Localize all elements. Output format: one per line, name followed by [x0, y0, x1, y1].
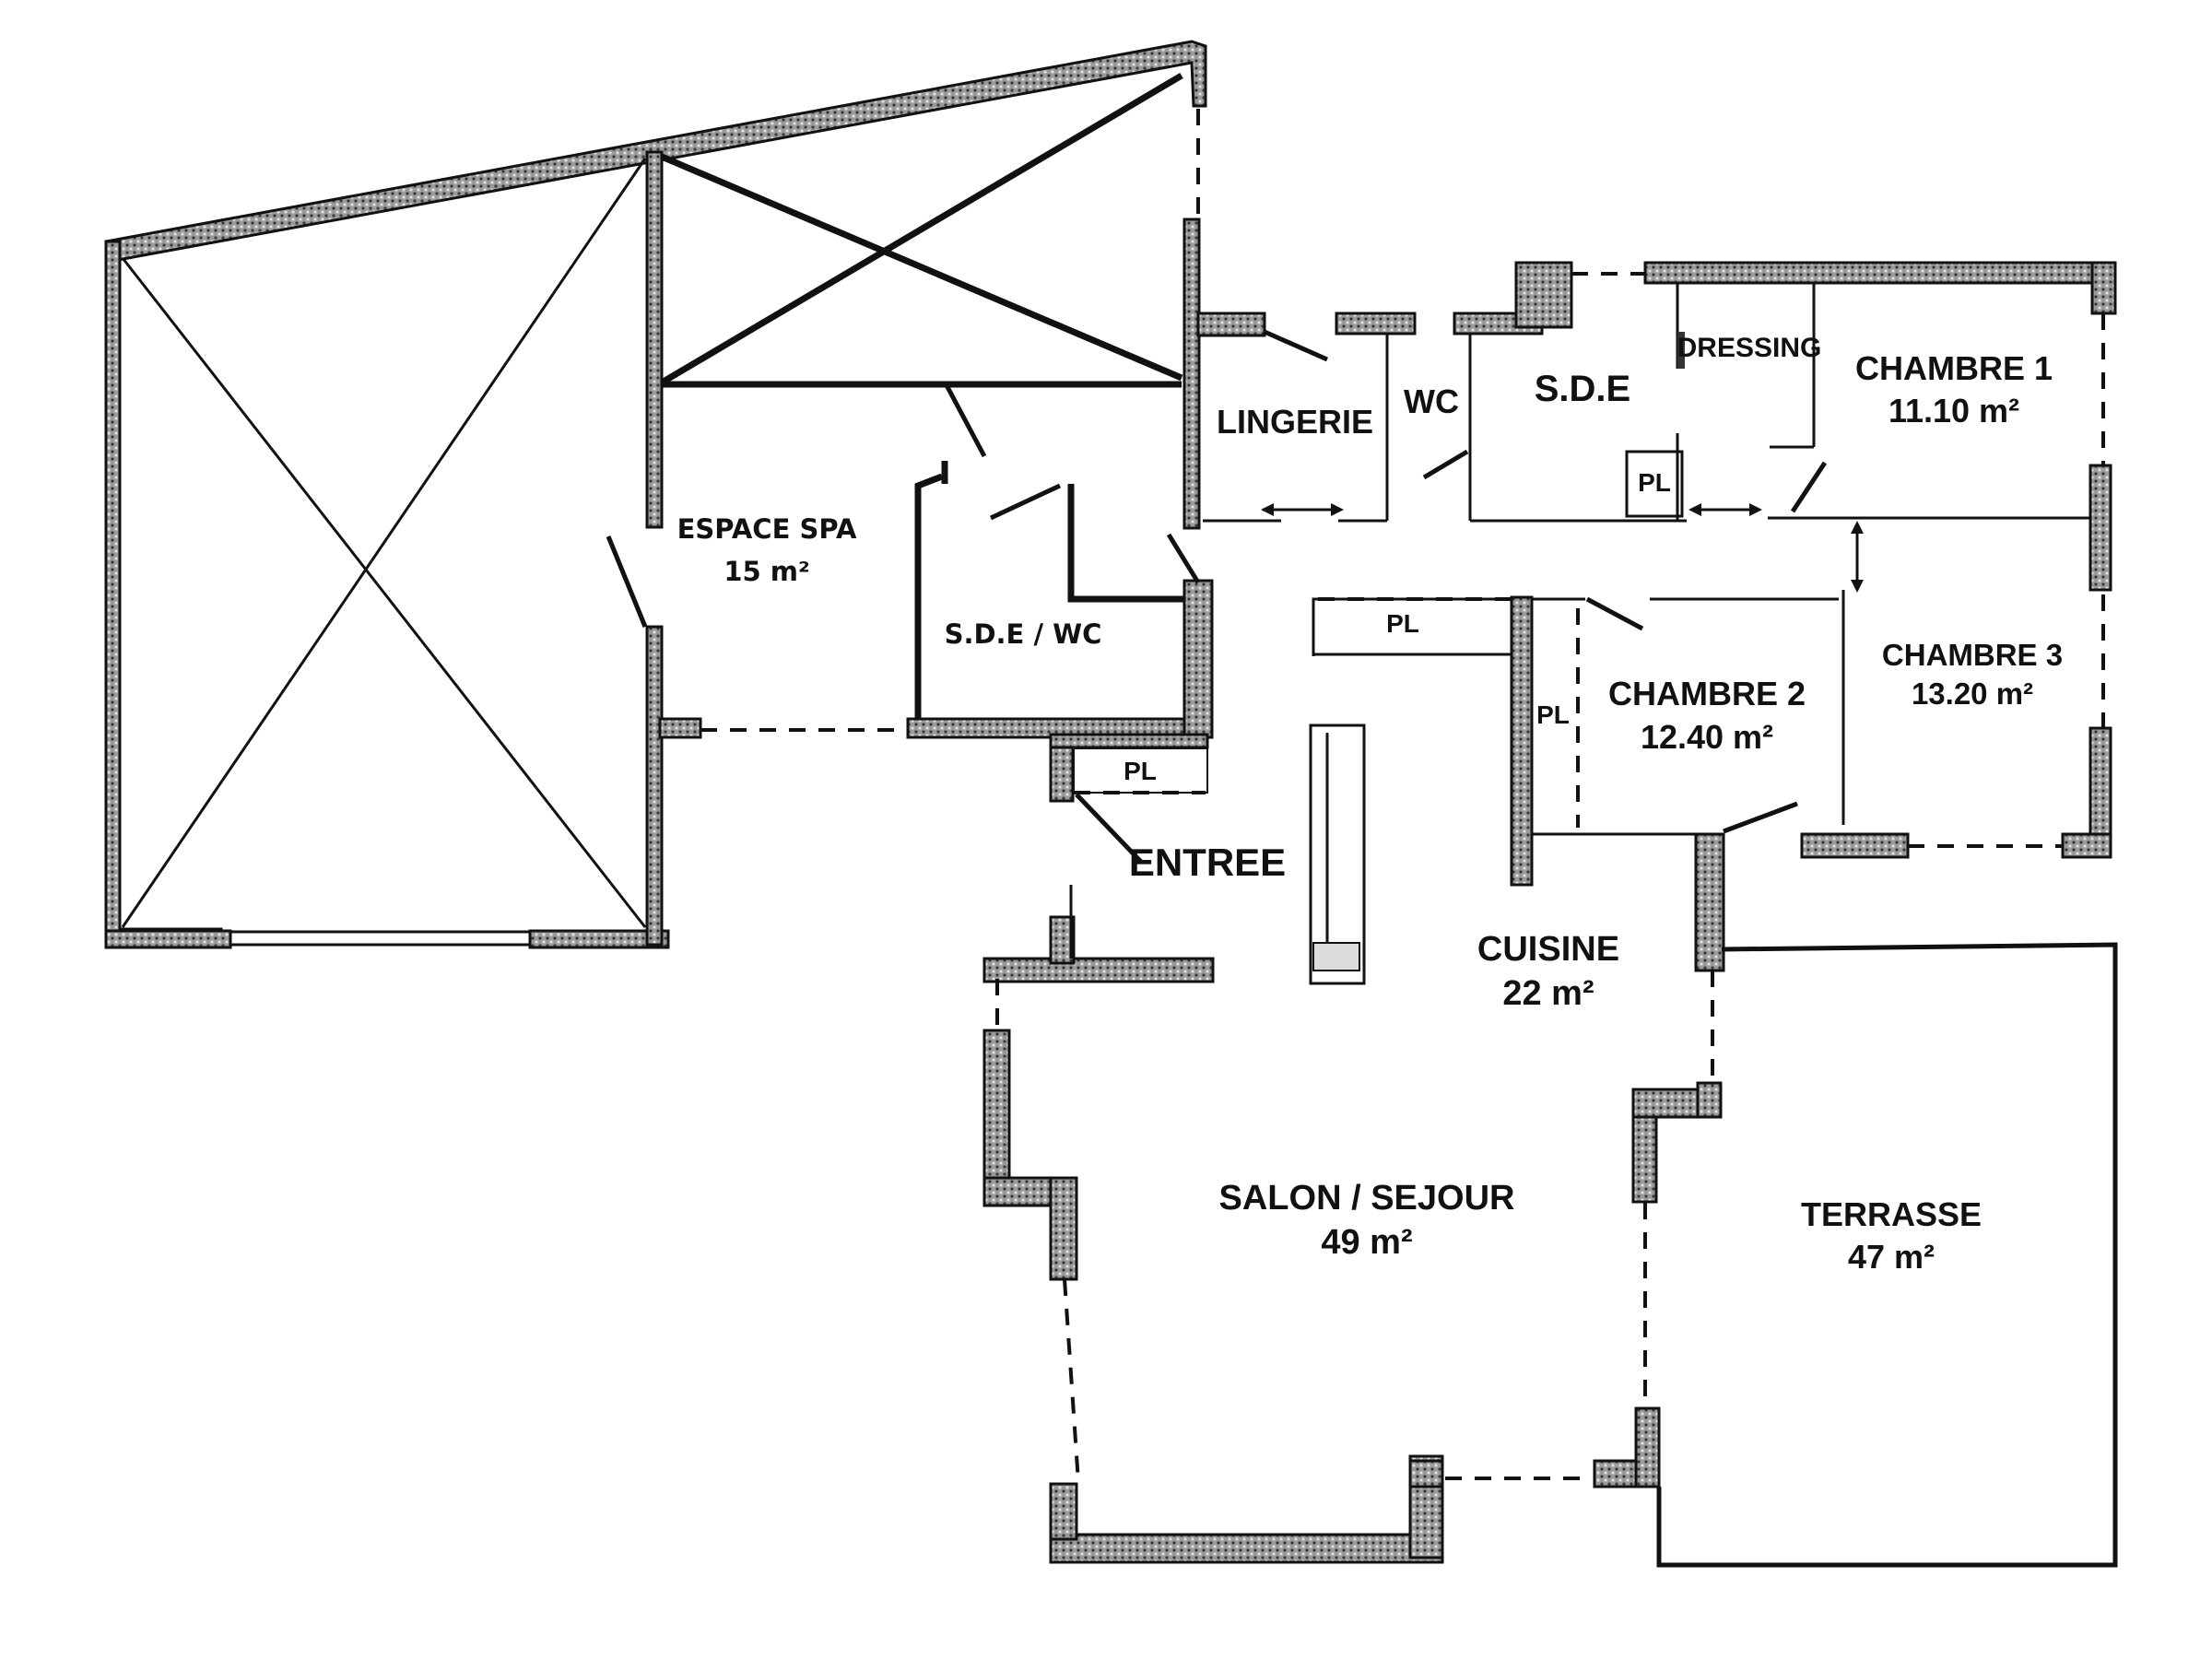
- salon-bottom-stub-r2: [1408, 1459, 1444, 1488]
- sde-top-stub: [1514, 261, 1573, 329]
- label-entree: ENTREE: [1129, 841, 1286, 884]
- kitchen-stove: [1312, 942, 1360, 971]
- sde-wc-inner: [1067, 484, 1184, 603]
- label-salon-area: 49 m²: [1321, 1223, 1412, 1262]
- salon-right-wall-low-v: [1634, 1406, 1661, 1488]
- sde-wc-right-wall: [1182, 579, 1214, 739]
- north-wing: [1196, 261, 2117, 859]
- passage-arrow-ch3: [1851, 521, 1864, 593]
- wc-door: [1422, 449, 1469, 480]
- sde-wc-block: [906, 383, 1214, 739]
- pl-sde-box: [1625, 450, 1684, 518]
- cuisine-right-wall: [1694, 832, 1725, 972]
- passage-arrow-sde: [1688, 503, 1762, 516]
- spa-bottom-wall-left: [104, 929, 232, 949]
- label-chambre3-area: 13.20 m²: [1912, 677, 2033, 711]
- central-wall: [1182, 218, 1201, 530]
- salon-block: [982, 885, 1723, 1564]
- label-pl-entree: PL: [1124, 757, 1157, 785]
- label-sde: S.D.E: [1535, 369, 1630, 409]
- wc-top-wall-1: [1335, 312, 1417, 335]
- label-pl-chambre2: PL: [1536, 700, 1570, 729]
- label-espace-spa-area: 15 m²: [724, 556, 809, 587]
- spa-mid-wall-lower: [645, 625, 664, 947]
- dressing-rod: [1677, 332, 1685, 369]
- sde-wc-door: [989, 483, 1062, 521]
- lingerie-top-wall: [1196, 312, 1266, 337]
- label-chambre3: CHAMBRE 3: [1882, 638, 2063, 672]
- kitchen-counter: [1309, 724, 1366, 985]
- entree-wall-2: [1049, 733, 1209, 749]
- ch1-right-wall: [2088, 464, 2112, 592]
- salon-left-wall-top: [982, 1029, 1011, 1207]
- salon-bottom-wall: [1049, 1533, 1444, 1564]
- entree-block: [1049, 733, 1209, 864]
- passage-arrow-lingerie: [1261, 503, 1344, 516]
- ch2-door: [1585, 596, 1644, 631]
- label-cuisine-area: 22 m²: [1502, 974, 1594, 1013]
- salon-top-wall: [982, 957, 1215, 983]
- label-chambre2-area: 12.40 m²: [1641, 718, 1773, 756]
- label-wc: WC: [1404, 382, 1459, 420]
- spa-left-wall: [104, 240, 122, 944]
- salon-left-wall-2: [1049, 1176, 1078, 1281]
- salon-right-wall-top-v: [1696, 1081, 1723, 1119]
- label-chambre1: CHAMBRE 1: [1855, 349, 2053, 387]
- label-terrasse-area: 47 m²: [1848, 1238, 1935, 1276]
- label-chambre2: CHAMBRE 2: [1608, 675, 1806, 712]
- label-terrasse: TERRASSE: [1801, 1195, 1982, 1233]
- spa-garage-door: [229, 930, 532, 947]
- terrasse-outline: [1656, 942, 2118, 1568]
- lingerie-door: [1263, 329, 1329, 362]
- garage-cross-2: [121, 158, 647, 928]
- label-pl-sde: PL: [1638, 468, 1671, 497]
- label-espace-spa: ESPACE SPA: [677, 513, 857, 545]
- entree-door: [1075, 793, 1143, 864]
- center-wing: [1309, 590, 1845, 1078]
- ch2-door2: [1723, 801, 1798, 834]
- spa-door-leaf: [606, 535, 648, 628]
- label-dressing: DRESSING: [1677, 333, 1822, 363]
- labels: ESPACE SPA 15 m² S.D.E / WC LINGERIE WC …: [677, 333, 2064, 1276]
- ch1-door: [1790, 461, 1828, 513]
- salon-bottom-stub-l: [1049, 1482, 1078, 1541]
- label-cuisine: CUISINE: [1477, 930, 1619, 969]
- spa-stub: [658, 717, 702, 739]
- sde-wc-walls: [914, 473, 944, 730]
- void-cross-1: [660, 153, 1183, 382]
- sde-wc-door3: [1166, 533, 1201, 584]
- ch3-bottom-wall-r: [2061, 832, 2112, 859]
- spa-mid-wall-upper: [645, 150, 664, 529]
- north-top-wall-end: [2090, 261, 2117, 315]
- salon-left-dash: [1063, 1278, 1080, 1483]
- void-cross-2: [660, 72, 1183, 386]
- north-top-wall: [1643, 261, 2117, 285]
- sde-wc-door2: [944, 383, 987, 458]
- label-lingerie: LINGERIE: [1217, 403, 1373, 441]
- ch2-left-wall: [1510, 595, 1534, 887]
- label-salon: SALON / SEJOUR: [1219, 1179, 1515, 1218]
- spa-block: [104, 40, 1207, 949]
- label-sde-wc: S.D.E / WC: [945, 618, 1102, 650]
- ch3-bottom-wall-l: [1800, 832, 1910, 859]
- label-chambre1-area: 11.10 m²: [1888, 392, 2019, 429]
- label-pl-cuisine: PL: [1386, 609, 1419, 638]
- garage-cross-1: [121, 257, 647, 928]
